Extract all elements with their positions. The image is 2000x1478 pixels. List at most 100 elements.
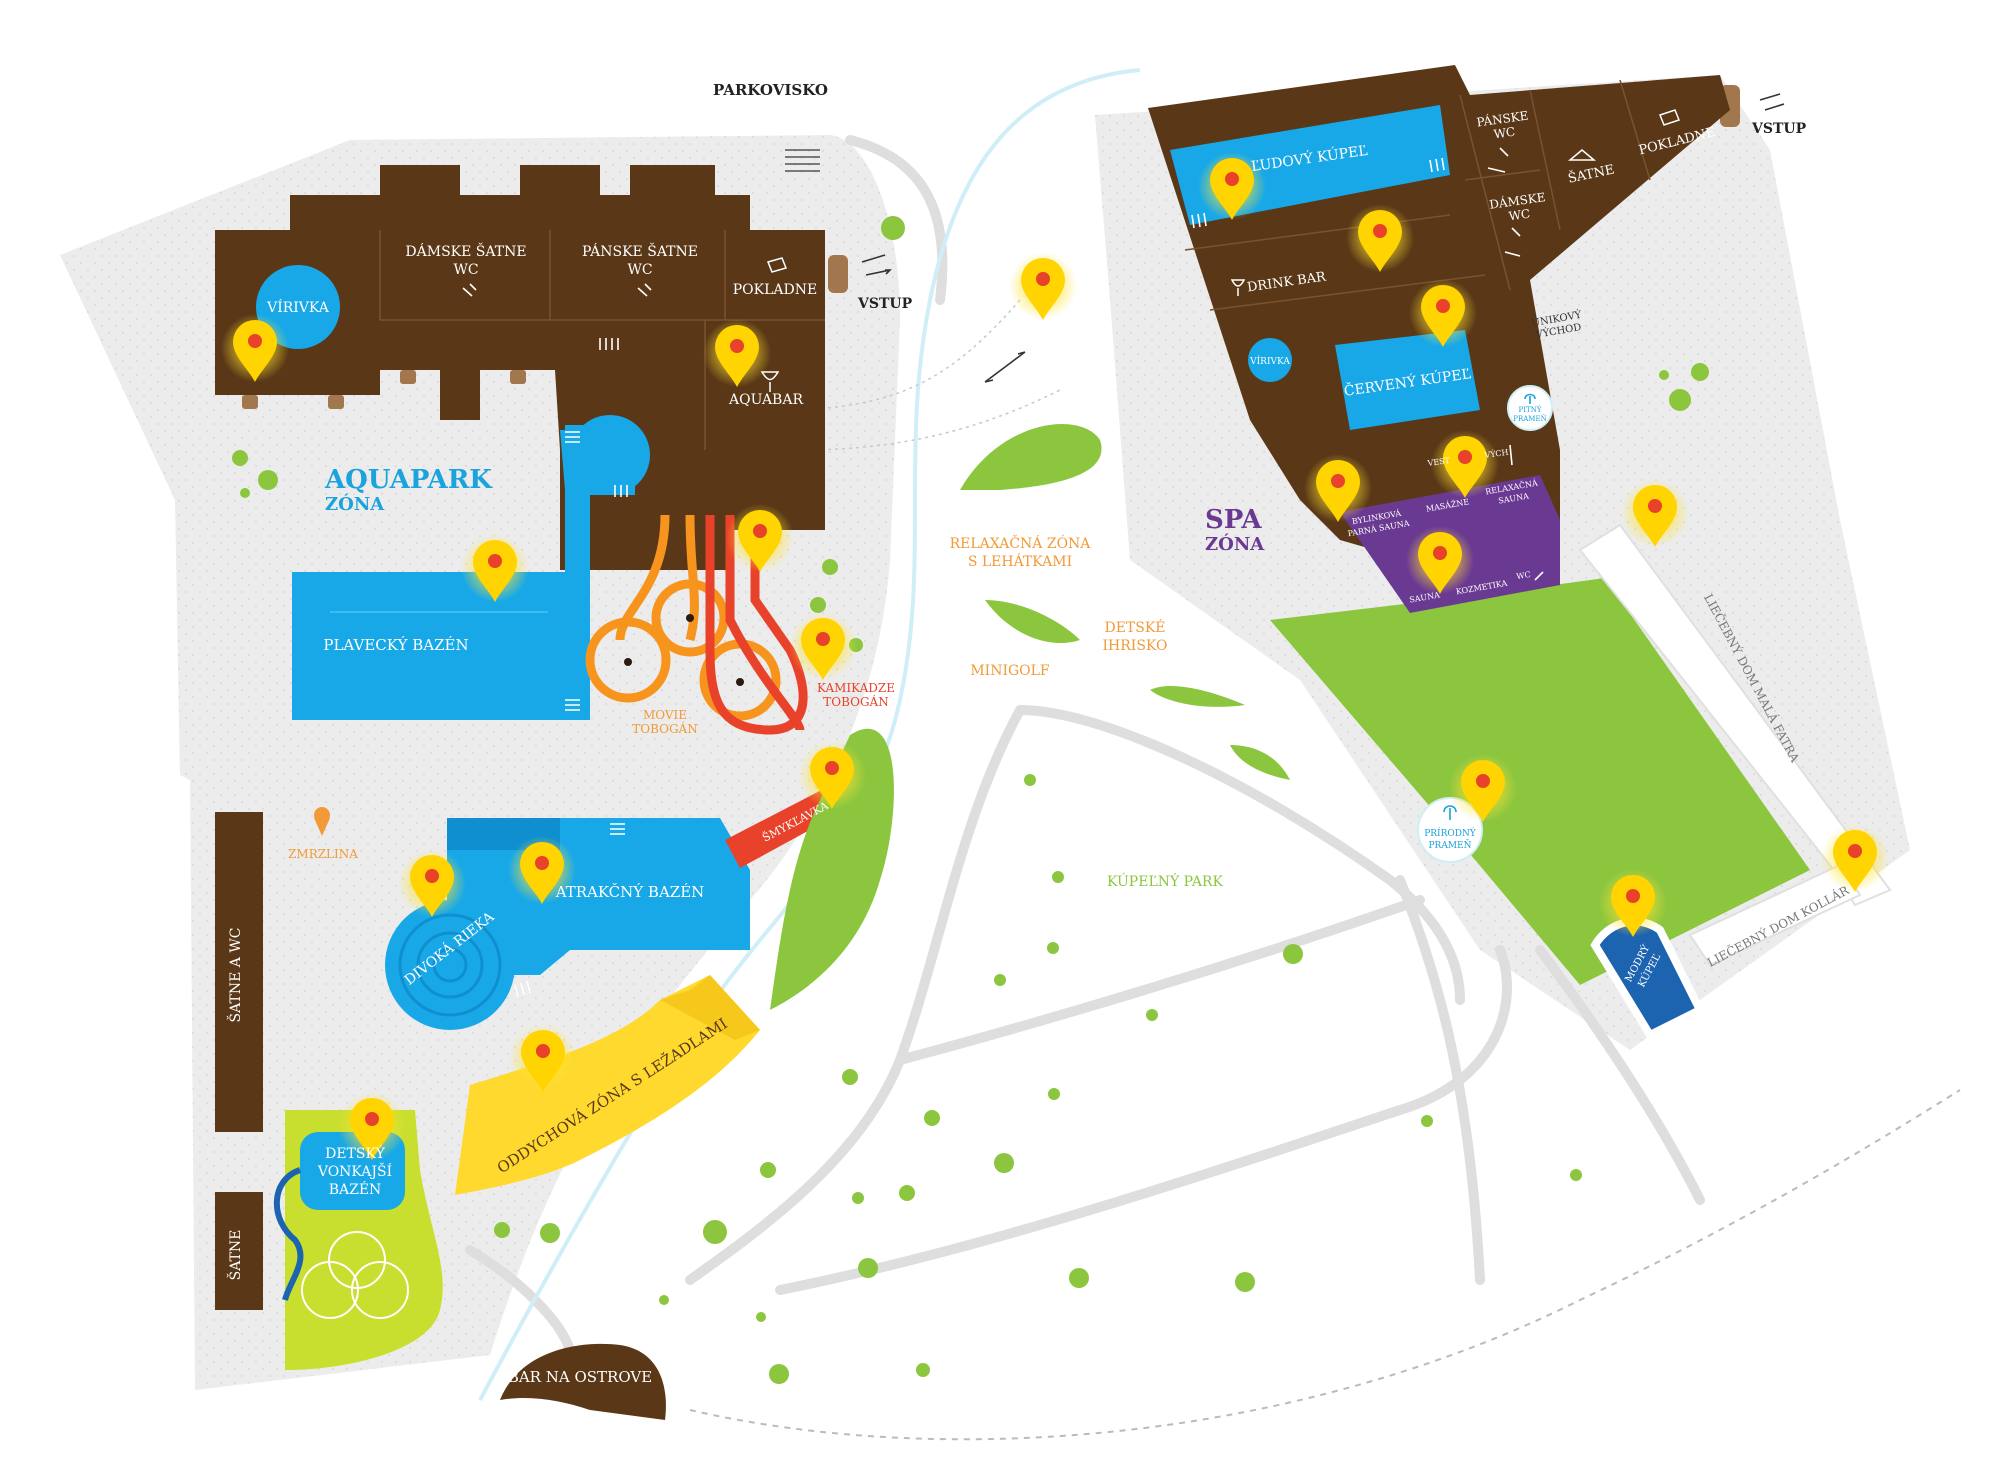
label-vstup-right[interactable]: VSTUP: [1751, 121, 1807, 137]
marker-virivka[interactable]: [221, 314, 289, 382]
label-aquapark-zona: ZÓNA: [325, 492, 385, 515]
spa-green-lawn: [1270, 578, 1810, 985]
label-aquapark-title: AQUAPARK: [324, 465, 493, 495]
boundary-dashed: [689, 1089, 1961, 1441]
label-damske-wc: WC: [453, 262, 478, 278]
dotted-connector: [799, 299, 1061, 451]
detsky-stream: [273, 1167, 304, 1301]
label-panske-wc: WC: [627, 262, 652, 278]
divoka-rieka-rings: [398, 913, 502, 1017]
label-prirodny-1: PRÍRODNÝ: [1424, 827, 1477, 839]
label-spa-title: SPA: [1205, 505, 1262, 535]
plavecky-bazen[interactable]: [292, 430, 590, 720]
label-pitny-1: PITNÝ: [1519, 405, 1542, 414]
fountain-icons: [1443, 393, 1536, 820]
marker-smyklavka[interactable]: [798, 741, 866, 809]
marker-oddychova-zona[interactable]: [509, 1024, 577, 1092]
label-virivka: VÍRIVKA: [266, 298, 330, 316]
label-bar-na-ostrove[interactable]: BAR NA OSTROVE: [508, 1368, 652, 1386]
label-kupelny-park: KÚPEĽNÝ PARK: [1107, 872, 1223, 890]
label-relax-1: RELAXAČNÁ ZÓNA: [950, 534, 1092, 552]
label-vyc: VÝCH: [1483, 448, 1509, 460]
label-kamikadze-1: KAMIKADZE: [817, 681, 895, 695]
relax-hill: [960, 424, 1102, 490]
marker-tobogan[interactable]: [726, 504, 794, 572]
marker-drink-bar[interactable]: [1346, 204, 1414, 272]
label-pokladne-left: POKLADNE: [733, 282, 817, 298]
ice-cream-icon: [314, 807, 330, 836]
ihrisko-hill-2: [1230, 745, 1290, 780]
spa-building-lines: [1184, 79, 1651, 311]
label-satne-a-wc: ŠATNE A WC: [226, 928, 244, 1023]
marker-aquabar[interactable]: [703, 319, 771, 387]
cerveny-kupel[interactable]: [1335, 330, 1480, 430]
label-detske-ihrisko-2: IHRISKO: [1103, 638, 1168, 654]
label-relax-2: S LEHÁTKAMI: [968, 552, 1072, 570]
divoka-rieka-pool[interactable]: [385, 900, 515, 1030]
marker-modry-kupel[interactable]: [1599, 869, 1667, 937]
marker-mala-fatra[interactable]: [1621, 479, 1689, 547]
label-vest: VEST: [1426, 456, 1451, 468]
minigolf-hill: [985, 600, 1080, 644]
spa-arrow-icons: [1487, 167, 1521, 466]
entry-arrow-icons: [861, 93, 1785, 383]
label-movie-tobogan-2: TOBOGÁN: [632, 721, 697, 736]
label-detsky-1: DETSKÝ: [325, 1144, 385, 1162]
label-panske-satne: PÁNSKE ŠATNE: [582, 242, 698, 260]
label-satne: ŠATNE: [226, 1230, 244, 1281]
slide-tower-base: [565, 425, 635, 495]
ihrisko-hill-1: [1150, 685, 1245, 707]
label-atrakcny-bazen: ATRAKČNÝ BAZÉN: [555, 883, 705, 901]
marker-kamikadze[interactable]: [789, 612, 857, 680]
label-minigolf: MINIGOLF: [970, 663, 1050, 679]
satne-a-wc-building: [215, 812, 263, 1132]
label-aquabar: AQUABAR: [728, 392, 803, 408]
label-plavecky-bazen: PLAVECKÝ BAZÉN: [323, 636, 468, 654]
stair-icons: [514, 157, 1445, 998]
label-prirodny-2: PRAMEŇ: [1429, 839, 1472, 851]
kollar-path: [1688, 863, 1862, 967]
marker-prirodny-pramen[interactable]: [1449, 754, 1517, 822]
label-vstup-left[interactable]: VSTUP: [857, 296, 913, 312]
label-parkovisko: PARKOVISKO: [713, 81, 828, 99]
marker-park-entry[interactable]: [1009, 252, 1077, 320]
label-wc-spa: WC: [1516, 570, 1532, 581]
detsky-rings: [301, 1231, 409, 1319]
label-panske-wc-spa-1: PÁNSKE: [1476, 107, 1530, 129]
kamikadze-tobogan-slide[interactable]: [705, 515, 808, 735]
oddychova-zona-top: [660, 975, 760, 1040]
hanger-icon: [1567, 149, 1597, 161]
marker-cerveny-kupel[interactable]: [1409, 279, 1477, 347]
ticket-icons: [766, 109, 1680, 273]
label-panske-wc-spa-2: WC: [1493, 125, 1516, 142]
marker-plavecky-bazen[interactable]: [461, 534, 529, 602]
shower-icons: [462, 147, 1544, 581]
river: [478, 68, 1141, 1401]
bar-na-ostrove-island[interactable]: [500, 1343, 666, 1420]
menu-lines-icon: [785, 149, 820, 172]
label-damske-satne: DÁMSKE ŠATNE: [405, 242, 526, 260]
green-hill-aquapark: [770, 728, 894, 1010]
satne-building: [215, 1192, 263, 1310]
label-zmrzlina: ZMRZLINA: [288, 847, 358, 861]
label-damske-wc-spa-2: WC: [1508, 207, 1531, 224]
label-spa-zona: ZÓNA: [1205, 532, 1265, 555]
label-pitny-2: PRAMEŇ: [1513, 414, 1546, 423]
marker-kollar[interactable]: [1821, 824, 1889, 892]
bar-icons: [760, 279, 1246, 392]
label-detsky-2: VONKAJŠÍ: [317, 1162, 392, 1180]
label-kamikadze-2: TOBOGÁN: [823, 694, 888, 709]
label-detske-ihrisko-1: DETSKÉ: [1104, 618, 1165, 636]
label-movie-tobogan-1: MOVIE: [643, 708, 687, 722]
aquapark-building: [215, 165, 825, 570]
footpaths: [465, 135, 1705, 1355]
marker-divoka-rieka[interactable]: [398, 849, 466, 917]
pitny-pramen-circle[interactable]: [1507, 385, 1553, 431]
spa-white-path: [1578, 523, 1892, 907]
oddychova-zona[interactable]: [455, 975, 760, 1195]
virivka-spa-pool[interactable]: [1248, 338, 1292, 382]
label-detsky-3: BAZÉN: [329, 1180, 382, 1198]
slide-ends: [624, 614, 744, 686]
marker-parna-sauna[interactable]: [1304, 454, 1372, 522]
marker-kozmetika[interactable]: [1406, 526, 1474, 594]
